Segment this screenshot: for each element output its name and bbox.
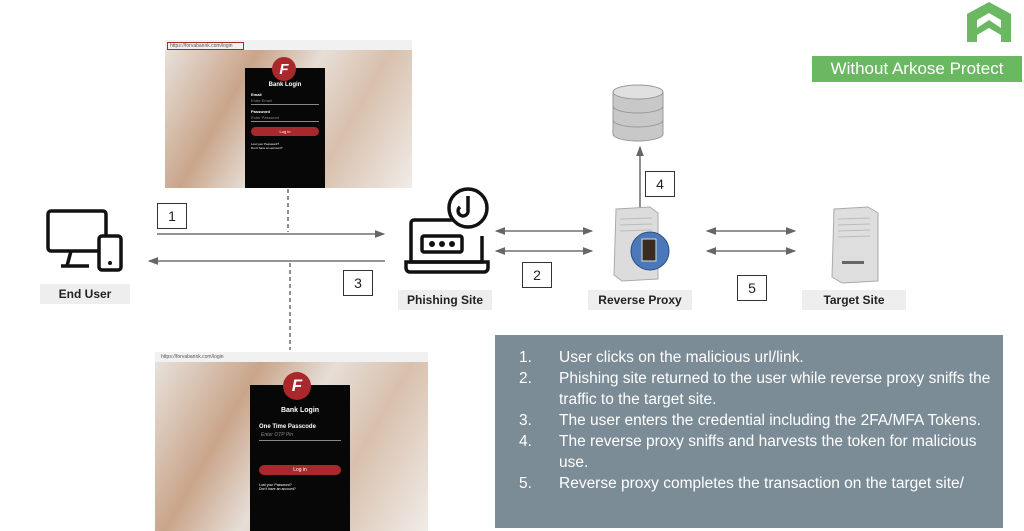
phishing-laptop-icon [404, 187, 490, 274]
target-site-label: Target Site [802, 290, 906, 310]
step-item: 5. Reverse proxy completes the transactio… [519, 473, 993, 494]
otp-login-screenshot: https://forvabannk.com/login Bank Login … [155, 352, 428, 531]
step-index: 1. [519, 349, 532, 366]
url-text: https://forvabannk.com/login [167, 42, 244, 50]
reverse-proxy-label: Reverse Proxy [588, 290, 692, 310]
step-index: 3. [519, 412, 532, 429]
forgot-password-link[interactable]: Lost your Password? [259, 483, 292, 487]
step-number-box: 4 [645, 171, 675, 197]
step-item: 2. Phishing site returned to the user whi… [519, 368, 993, 410]
login-button[interactable]: Log in [251, 127, 319, 136]
step-text: The user enters the credential including… [559, 412, 981, 429]
end-user-label: End User [40, 284, 130, 304]
step-number-box: 2 [522, 262, 552, 288]
step-index: 4. [519, 433, 532, 450]
step-item: 1. User clicks on the malicious url/link. [519, 347, 993, 368]
url-bar: https://forvabannk.com/login [165, 40, 412, 50]
password-label: Password [251, 109, 270, 114]
database-icon [612, 84, 664, 142]
login-button[interactable]: Log in [259, 465, 341, 475]
devices-icon [46, 209, 123, 272]
step-item: 4. The reverse proxy sniffs and harvests … [519, 431, 993, 473]
step-index: 5. [519, 475, 532, 492]
reverse-proxy-server-icon [613, 206, 670, 282]
bank-logo: F [272, 57, 296, 81]
step-text: Reverse proxy completes the transaction … [559, 475, 964, 492]
signup-link[interactable]: Don't have an account? [259, 487, 296, 491]
login-title: Bank Login [268, 82, 302, 88]
step-text: User clicks on the malicious url/link. [559, 349, 804, 366]
bank-logo: F [283, 372, 311, 400]
otp-field[interactable]: Enter OTP Pin [259, 430, 341, 441]
url-bar: https://forvabannk.com/login [155, 352, 428, 362]
email-field[interactable]: Enter Email [251, 97, 319, 105]
step-number-box: 1 [157, 203, 187, 229]
without-arkose-badge: Without Arkose Protect [812, 56, 1022, 82]
login-title: Bank Login [280, 407, 320, 414]
forgot-password-link[interactable]: Lost your Password? [251, 142, 280, 146]
steps-panel: 1. User clicks on the malicious url/link.… [495, 335, 1003, 528]
step-text: Phishing site returned to the user while… [559, 370, 991, 408]
email-label: Email [251, 92, 262, 97]
step-number-box: 5 [737, 275, 767, 301]
arkose-logo-icon [967, 2, 1011, 42]
step-item: 3. The user enters the credential includi… [519, 410, 993, 431]
target-server-icon [831, 206, 879, 284]
phishing-site-label: Phishing Site [398, 290, 492, 310]
signup-link[interactable]: Don't have an account? [251, 146, 283, 150]
step-text: The reverse proxy sniffs and harvests th… [559, 433, 977, 471]
password-field[interactable]: Enter Password [251, 114, 319, 122]
step-number-box: 3 [343, 270, 373, 296]
step-index: 2. [519, 370, 532, 387]
otp-label: One Time Passcode [259, 424, 316, 430]
phishing-login-screenshot: https://forvabannk.com/login Bank Login … [165, 40, 412, 188]
